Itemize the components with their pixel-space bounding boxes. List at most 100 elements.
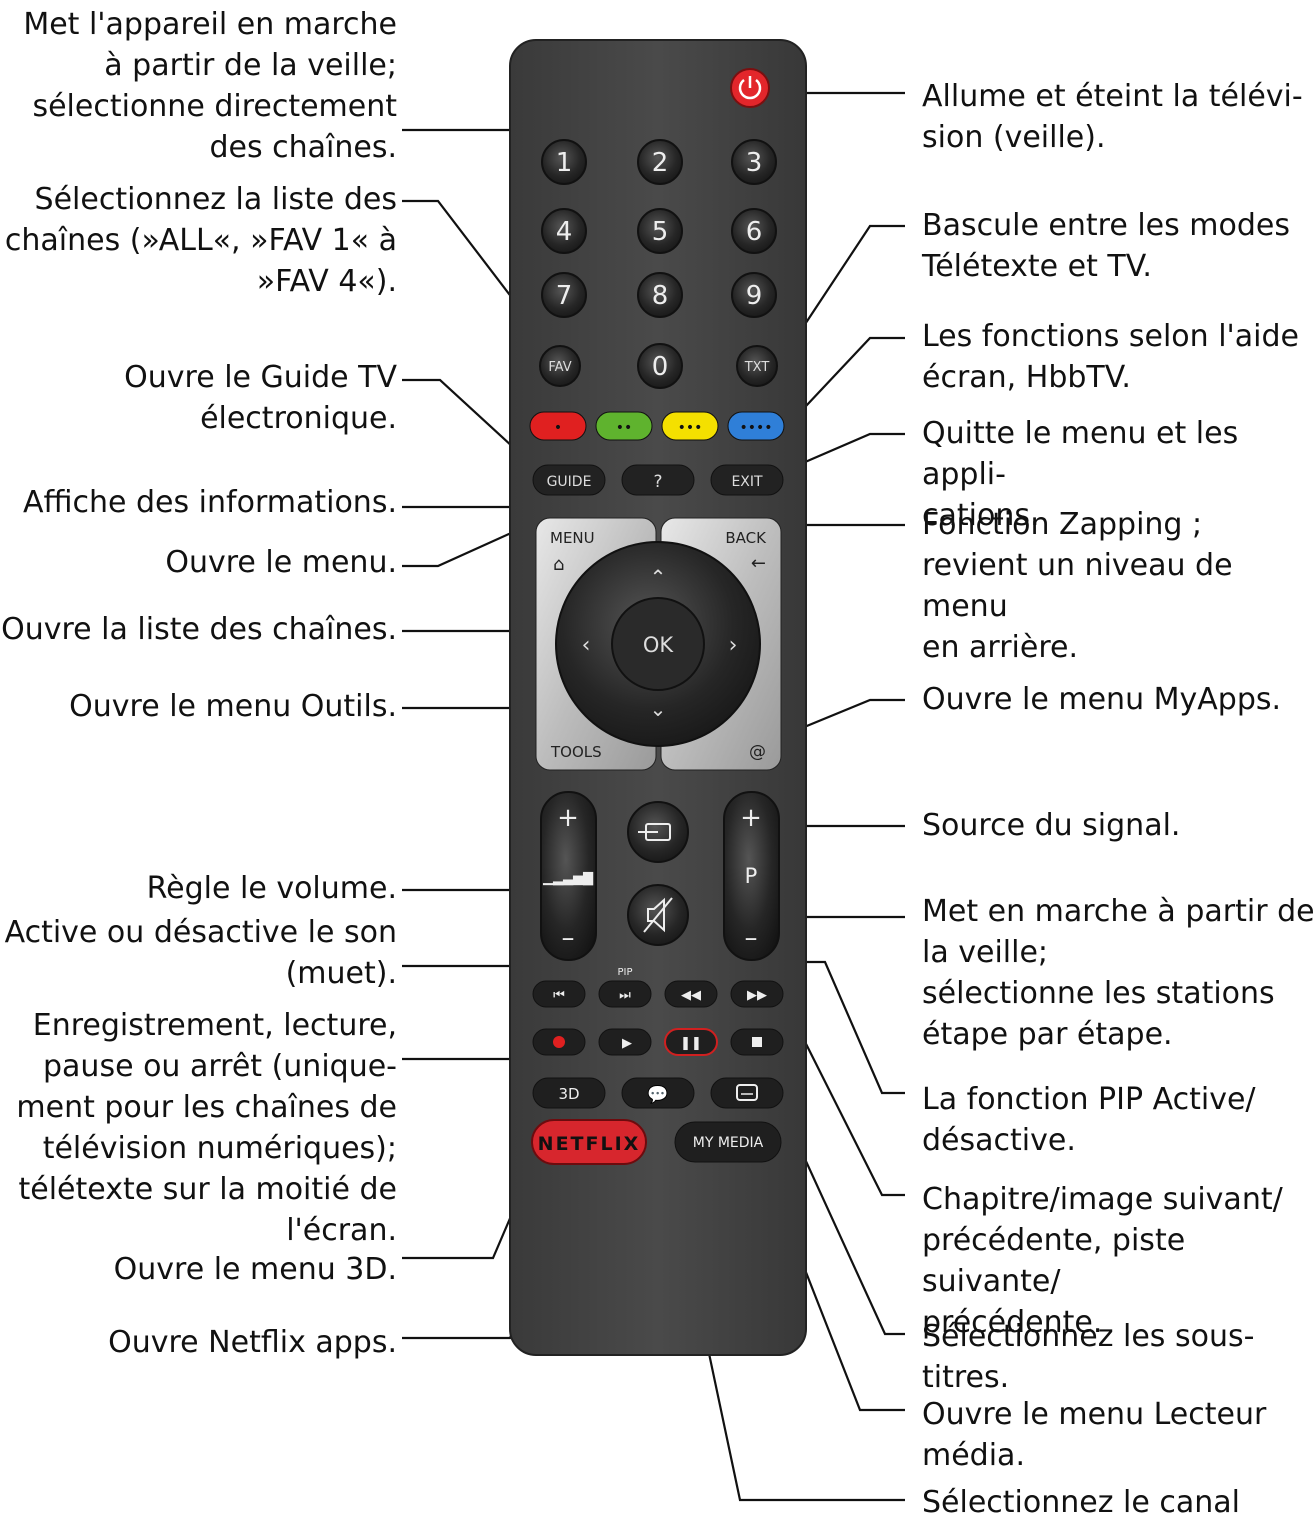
digit-button-1[interactable]: 1 <box>541 139 587 185</box>
info-button[interactable]: ? <box>621 464 695 496</box>
digit-button-2[interactable]: 2 <box>637 139 683 185</box>
prev-button[interactable] <box>532 980 586 1008</box>
digit-buttons[interactable]: 1 2 3 4 5 6 7 8 9 0 <box>541 139 777 389</box>
svg-text:2: 2 <box>652 148 669 178</box>
volume-rocker[interactable]: + ▁▂▃▅▇ – <box>540 791 597 961</box>
label-audio: Sélectionnez le canal <box>922 1485 1240 1520</box>
svg-text:6: 6 <box>746 217 763 247</box>
label-pip: La fonction PIP Active/ désactive. <box>922 1082 1256 1158</box>
ok-button[interactable] <box>611 597 705 691</box>
mute-icon <box>647 897 665 933</box>
mymedia-button[interactable]: MY MEDIA <box>674 1121 782 1163</box>
label-txt: Bascule entre les modes Télétexte et TV. <box>922 208 1290 284</box>
rewind-icon: ◀◀ <box>681 988 701 1003</box>
label-volume: Règle le volume. <box>146 871 397 906</box>
label-info: Affiche des informations. <box>22 485 397 520</box>
svg-text:3D: 3D <box>558 1085 579 1103</box>
fav-button[interactable]: FAV <box>539 345 581 387</box>
down-arrow-icon: ⌄ <box>650 697 667 721</box>
pause-icon: ❚❚ <box>680 1036 702 1051</box>
svg-text:NETFLIX: NETFLIX <box>538 1133 641 1155</box>
label-menu: Ouvre le menu. <box>165 545 397 580</box>
svg-text:7: 7 <box>556 281 573 311</box>
color-buttons[interactable]: • •• ••• •••• <box>529 411 785 441</box>
exit-button[interactable]: EXIT <box>710 464 784 496</box>
label-chapter: Chapitre/image suivant/ précédente, pist… <box>922 1182 1283 1340</box>
home-icon: ⌂ <box>553 554 564 575</box>
leader-color <box>789 336 905 424</box>
label-power: Allume et éteint la télévi- sion (veille… <box>922 79 1303 155</box>
label-guide: Ouvre le Guide TV électronique. <box>124 360 397 436</box>
subtitle-icon <box>736 1084 758 1101</box>
play-button[interactable] <box>598 1028 652 1056</box>
svg-text:MENU: MENU <box>550 529 595 547</box>
play-icon: ▶ <box>622 1036 632 1051</box>
subtitle-button[interactable] <box>710 1077 784 1109</box>
mute-button[interactable] <box>627 884 689 946</box>
label-3d: Ouvre le menu 3D. <box>113 1252 397 1287</box>
svg-text:TXT: TXT <box>744 360 770 375</box>
label-program: Met en marche à partir de la veille; sél… <box>922 894 1315 1052</box>
navigation-pad: MENU ⌂ BACK ← TOOLS @ OK ⌃ ⌄ ‹ › <box>535 517 782 771</box>
pause-button[interactable] <box>664 1028 718 1056</box>
next-button[interactable] <box>598 980 652 1008</box>
svg-text:BACK: BACK <box>725 529 767 547</box>
digit-button-5[interactable]: 5 <box>637 208 683 254</box>
label-back: Fonction Zapping ; revient un niveau de … <box>922 507 1233 665</box>
label-channel-list: Ouvre la liste des chaînes. <box>1 612 397 647</box>
txt-button[interactable]: TXT <box>736 345 778 387</box>
digit-button-9[interactable]: 9 <box>731 272 777 318</box>
threed-button[interactable]: 3D <box>532 1077 606 1109</box>
skip-forward-icon: ⏭ <box>619 988 631 1003</box>
digit-button-3[interactable]: 3 <box>731 139 777 185</box>
label-tools: Ouvre le menu Outils. <box>69 689 397 724</box>
rewind-button[interactable] <box>664 980 718 1008</box>
label-record: Enregistrement, lecture, pause ou arrêt … <box>16 1008 397 1248</box>
svg-text:5: 5 <box>652 217 669 247</box>
svg-text:OK: OK <box>643 633 675 657</box>
digit-button-8[interactable]: 8 <box>637 272 683 318</box>
leader-menu <box>402 518 541 568</box>
audio-button[interactable]: 💬 <box>621 1077 695 1109</box>
leader-myapps <box>779 698 905 739</box>
label-myapps: Ouvre le menu MyApps. <box>922 682 1282 717</box>
guide-button[interactable]: GUIDE <box>532 464 606 496</box>
stop-icon <box>752 1037 762 1047</box>
green-button <box>595 411 653 441</box>
svg-text:GUIDE: GUIDE <box>547 474 592 490</box>
svg-text:•: • <box>554 420 562 436</box>
label-standby-numeric: Met l'appareil en marche à partir de la … <box>23 7 397 165</box>
svg-text:9: 9 <box>746 281 763 311</box>
label-source: Source du signal. <box>922 808 1181 843</box>
svg-text:4: 4 <box>556 217 573 247</box>
label-mute: Active ou désactive le son (muet). <box>4 915 397 991</box>
digit-button-0[interactable]: 0 <box>637 343 683 389</box>
program-rocker[interactable]: + P – <box>723 791 780 961</box>
leader-exit <box>781 432 905 474</box>
svg-text:MY MEDIA: MY MEDIA <box>693 1135 764 1151</box>
leader-chapter <box>789 1011 905 1197</box>
digit-button-7[interactable]: 7 <box>541 272 587 318</box>
transport-row-1: ⏮ ⏭ ◀◀ ▶▶ <box>532 980 784 1008</box>
svg-text:•••: ••• <box>678 420 703 436</box>
fast-forward-button[interactable] <box>730 980 784 1008</box>
svg-text:8: 8 <box>652 281 669 311</box>
back-arrow-icon: ← <box>751 553 766 574</box>
record-icon <box>553 1036 565 1048</box>
yellow-button <box>661 411 719 441</box>
source-button[interactable] <box>627 801 689 863</box>
digit-button-6[interactable]: 6 <box>731 208 777 254</box>
blue-button <box>727 411 785 441</box>
leader-subtitles <box>776 1099 905 1336</box>
svg-text:PIP: PIP <box>617 967 632 978</box>
label-exit: Quitte le menu et les appli- cations. <box>922 416 1239 533</box>
label-mymedia: Ouvre le menu Lecteur média. <box>922 1397 1267 1473</box>
label-subtitles: Sélectionnez les sous-titres. <box>922 1319 1255 1395</box>
digit-button-4[interactable]: 4 <box>541 208 587 254</box>
power-button[interactable] <box>730 68 770 108</box>
netflix-button[interactable]: NETFLIX <box>531 1119 647 1165</box>
fast-forward-icon: ▶▶ <box>747 988 767 1003</box>
volume-bars-icon: ▁▂▃▅▇ <box>542 871 594 886</box>
red-button <box>529 411 587 441</box>
